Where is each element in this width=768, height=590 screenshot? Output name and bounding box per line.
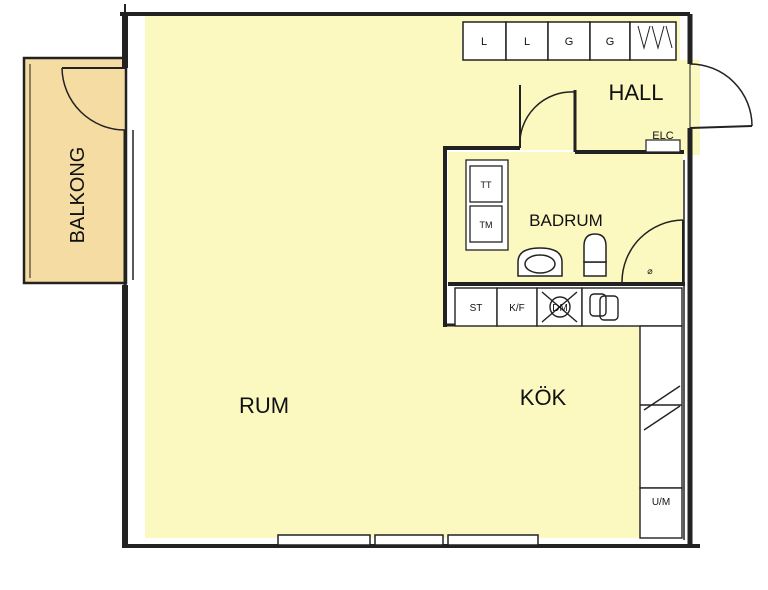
hall-floor	[575, 60, 700, 155]
room-label-balkong: BALKONG	[67, 147, 89, 244]
kf-label: K/F	[509, 303, 525, 314]
walls	[22, 4, 700, 548]
dm-label: DM	[552, 303, 568, 314]
kitchen-counter	[454, 287, 683, 539]
elc-label: ELC	[652, 130, 673, 142]
tm-label: TM	[480, 220, 493, 230]
closet-label-1: L	[481, 36, 487, 48]
room-label-badrum: BADRUM	[529, 211, 603, 230]
room-label-rum: RUM	[239, 393, 289, 418]
closet-labels: L L G G	[481, 36, 614, 48]
tt-label: TT	[481, 180, 492, 190]
room-label-hall: HALL	[608, 80, 663, 105]
doors	[61, 63, 753, 284]
room-label-kok: KÖK	[520, 385, 567, 410]
elc-panel: ELC	[645, 130, 681, 153]
kitchen-labels: ST K/F DM U/M	[470, 303, 671, 508]
closet-label-4: G	[606, 36, 615, 48]
balcony-floor	[24, 58, 126, 283]
main-floor	[145, 14, 680, 538]
toilet-bowl	[583, 233, 607, 263]
toilet-tank	[583, 261, 607, 277]
drain-mark: ⌀	[647, 266, 653, 276]
closet-label-2: L	[524, 36, 530, 48]
closet-row	[462, 21, 677, 61]
st-label: ST	[470, 303, 483, 314]
um-label: U/M	[652, 497, 670, 508]
bathroom-fixtures	[517, 233, 607, 277]
closet-label-3: G	[565, 36, 574, 48]
laundry: TT TM	[465, 159, 509, 251]
